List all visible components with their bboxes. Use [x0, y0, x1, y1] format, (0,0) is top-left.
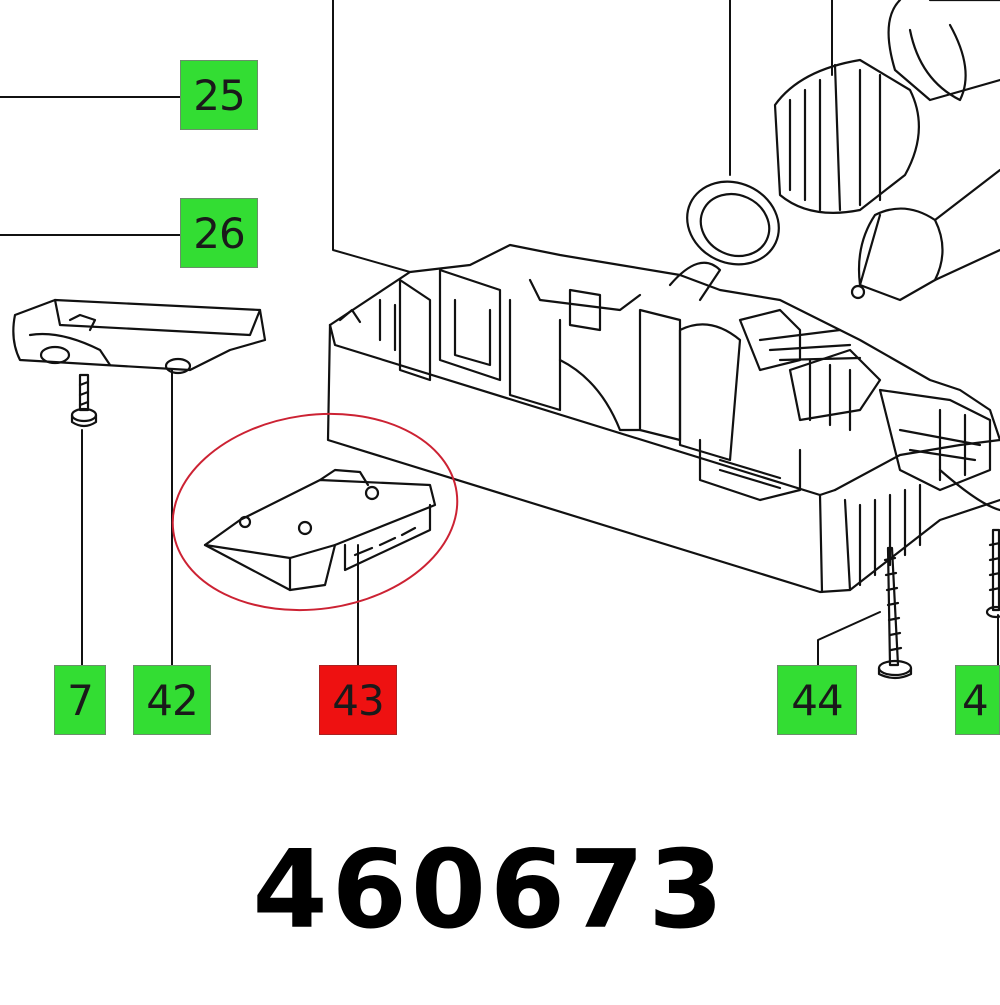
part-7-screw: [70, 373, 98, 428]
callout-42[interactable]: 42: [133, 665, 211, 735]
callout-44[interactable]: 44: [777, 665, 857, 735]
part-43-plate: [203, 468, 437, 592]
callout-26[interactable]: 26: [180, 198, 258, 268]
part-44-screw: [877, 546, 913, 680]
part-number: 460673: [252, 827, 728, 953]
highlight-circle: [171, 412, 459, 612]
hose-connector: [773, 0, 1000, 214]
callout-25[interactable]: 25: [180, 60, 258, 130]
callout-45-partial[interactable]: 4: [955, 665, 1000, 735]
housing-base: [326, 243, 1000, 594]
part-42-bracket: [12, 298, 267, 375]
sealing-ring: [686, 180, 780, 266]
callout-43[interactable]: 43: [319, 665, 397, 735]
callout-7[interactable]: 7: [54, 665, 106, 735]
hose-cone: [850, 168, 1000, 302]
part-45-screw: [985, 528, 1000, 619]
leader-lines: [0, 0, 999, 666]
